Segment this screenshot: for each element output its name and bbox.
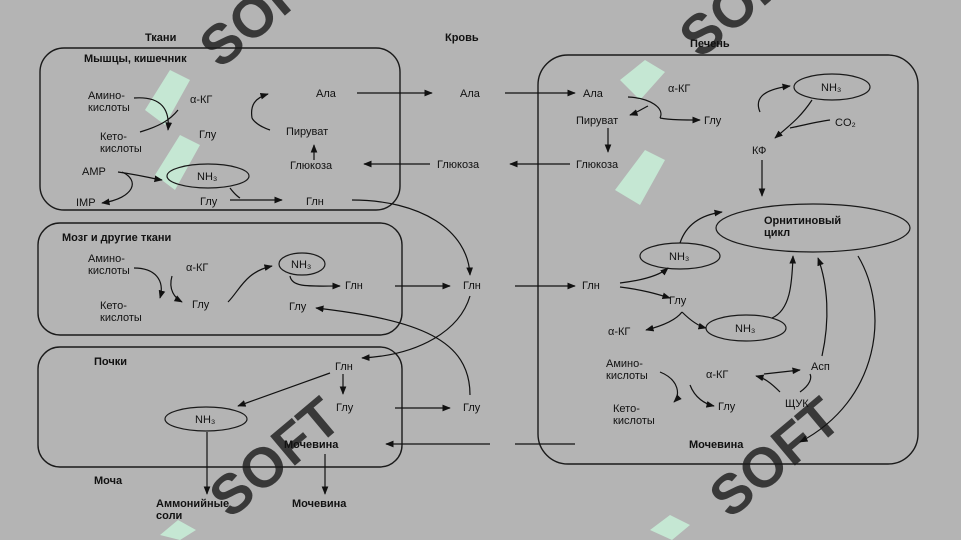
- blood-ala: Ала: [460, 88, 481, 100]
- liver-arrows: [604, 83, 876, 443]
- liver-kf: КФ: [752, 145, 766, 157]
- liver-a-kg3: α-КГ: [706, 369, 728, 381]
- blood-gln: Глн: [463, 280, 481, 292]
- blood-arrows: [315, 89, 576, 448]
- column-header-liver: Печень: [690, 38, 730, 50]
- urine-title: Моча: [94, 475, 123, 487]
- brain-arrows: [133, 264, 341, 303]
- muscle-ala: Ала: [316, 88, 337, 100]
- kidney-urea: Мочевина: [284, 439, 339, 451]
- watermark-text: SOFT: [187, 0, 342, 79]
- liver-urea: Мочевина: [689, 439, 744, 451]
- brain-gln: Глн: [345, 280, 363, 292]
- kidney-arrows: [203, 372, 347, 495]
- muscle-pyruvate: Пируват: [286, 126, 328, 138]
- kidney-nh3: NH₃: [195, 414, 215, 426]
- kidney-compartment: [37, 346, 403, 468]
- liver-co2: CO₂: [835, 117, 856, 129]
- watermark: SOFT SOFT SOFT SOFT: [145, 0, 852, 540]
- liver-glu2: Глу: [669, 295, 687, 307]
- kidney-nh3-oval: [164, 406, 248, 432]
- liver-pyruvate: Пируват: [576, 115, 618, 127]
- liver-ala: Ала: [583, 88, 604, 100]
- column-header-tissues: Ткани: [145, 32, 176, 44]
- muscle-title: Мышцы, кишечник: [84, 53, 187, 65]
- liver-oxaloacetate: ЩУК: [785, 398, 809, 410]
- liver-nh3-oval: [793, 73, 871, 101]
- brain-compartment: [37, 222, 403, 336]
- liver-compartment: [537, 54, 919, 465]
- liver-nh3: NH₃: [821, 82, 841, 94]
- muscle-gln: Глн: [306, 196, 324, 208]
- liver-glucose: Глюкоза: [576, 159, 619, 171]
- liver-keto-acids: Кето-кислоты: [613, 403, 655, 427]
- muscle-glu: Глу: [199, 129, 217, 141]
- brain-amino-acids: Амино-кислоты: [88, 253, 130, 277]
- column-header-blood: Кровь: [445, 32, 479, 44]
- liver-asp: Асп: [811, 361, 830, 373]
- muscle-a-kg: α-КГ: [190, 94, 212, 106]
- liver-nh3-2: NH₃: [669, 251, 689, 263]
- muscle-glucose: Глюкоза: [290, 160, 333, 172]
- watermark-text: SOFT: [667, 0, 822, 69]
- brain-nh3-oval: [278, 252, 326, 276]
- brain-glu: Глу: [192, 299, 210, 311]
- muscle-glu2: Глу: [200, 196, 218, 208]
- liver-a-kg: α-КГ: [668, 83, 690, 95]
- muscle-nh3: NH₃: [197, 171, 217, 183]
- urine-urea: Мочевина: [292, 498, 347, 510]
- blood-glu: Глу: [463, 402, 481, 414]
- liver-gln: Глн: [582, 280, 600, 292]
- liver-glu3: Глу: [718, 401, 736, 413]
- brain-nh3: NH₃: [291, 259, 311, 271]
- liver-glu: Глу: [704, 115, 722, 127]
- blood-glucose: Глюкоза: [437, 159, 480, 171]
- muscle-compartment: [39, 47, 401, 211]
- muscle-amino-acids: Амино-кислоты: [88, 90, 130, 114]
- muscle-imp: IMP: [76, 197, 96, 209]
- brain-title: Мозг и другие ткани: [62, 232, 171, 244]
- kidney-glu: Глу: [336, 402, 354, 414]
- liver-amino-acids: Амино-кислоты: [606, 358, 648, 382]
- muscle-arrows: [101, 89, 433, 206]
- brain-keto-acids: Кето-кислоты: [100, 300, 142, 324]
- liver-nh3-3: NH₃: [735, 323, 755, 335]
- ornithine-cycle-oval: [715, 203, 911, 253]
- muscle-keto-acids: Кето-кислоты: [100, 131, 142, 155]
- brain-a-kg: α-КГ: [186, 262, 208, 274]
- liver-a-kg2: α-КГ: [608, 326, 630, 338]
- muscle-amp: AMP: [82, 166, 106, 178]
- muscle-nh3-oval: [166, 163, 250, 189]
- brain-glu2: Глу: [289, 301, 307, 313]
- kidney-title: Почки: [94, 356, 127, 368]
- kidney-gln: Глн: [335, 361, 353, 373]
